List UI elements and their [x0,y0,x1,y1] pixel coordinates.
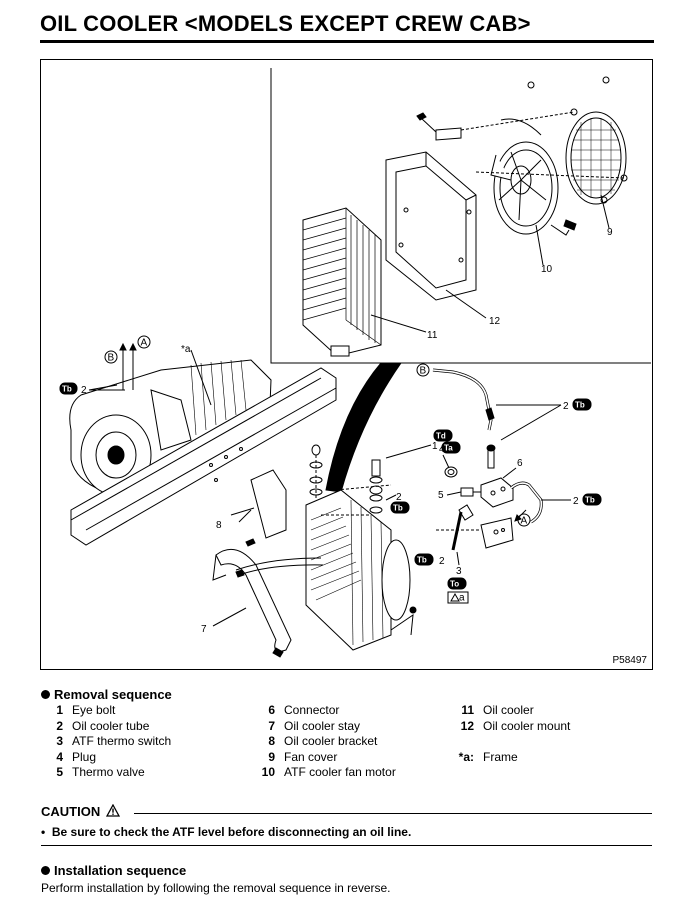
callout-7: 7 [201,624,207,635]
oil-cooler-exploded-diagram: 11 12 10 9 *a [40,59,653,670]
leader-9 [600,194,610,229]
page-title: OIL COOLER <MODELS EXCEPT CREW CAB> [40,11,531,36]
section-divider [41,845,652,846]
torque-badge-tb-lower: Tb [414,553,434,566]
ref-a-right: A [521,516,528,527]
svg-text:Tb: Tb [393,504,403,513]
callout-4: 4 [439,444,445,455]
warning-icon [105,803,120,817]
callout-6: 6 [517,458,523,469]
torque-badge-tb-right: Tb [582,493,602,506]
svg-text:a: a [459,593,465,604]
oil-cooler-11 [302,207,382,357]
atf-cooler-fan-motor-10 [490,118,577,236]
svg-text:Tb: Tb [575,401,585,410]
callout-5: 5 [438,490,444,501]
ref-b-left: B [108,353,115,364]
thermo-valve-5 [460,487,481,497]
caution-text: • Be sure to check the ATF level before … [41,825,412,839]
callout-2-left: 2 [81,385,87,396]
callout-8: 8 [216,520,222,531]
svg-text:Tb: Tb [585,496,595,505]
frame [70,367,337,546]
installation-sequence-heading: Installation sequence [41,863,186,878]
installation-text: Perform installation by following the re… [41,881,391,895]
callout-3: 3 [456,566,462,577]
callout-star-a: *a [181,344,191,355]
diagram-svg: 11 12 10 9 *a [59,68,651,658]
leader-7 [212,607,247,627]
oil-cooler-tube-upper [432,368,493,431]
inset-pointer [325,362,402,493]
callout-2-right: 2 [573,496,579,507]
bullet-icon [41,690,50,699]
ref-b-right: B [420,366,427,377]
leader-11 [370,314,427,333]
torque-badge-tb-center: Tb [390,501,410,514]
oil-cooler-mount-12 [385,112,477,301]
oil-cooler-stay-7 [212,548,324,658]
torque-badge-to: To [447,577,467,590]
switch-bracket [480,517,514,549]
svg-text:Tb: Tb [62,385,72,394]
svg-text:Tb: Tb [417,556,427,565]
torque-badge-tb-upper-right: Tb [572,398,592,411]
note-item: *a:Frame [458,749,518,764]
oil-cooler-bracket-8 [230,469,287,547]
callout-2-upper-right: 2 [563,401,569,412]
callout-9: 9 [607,227,613,238]
callout-12: 12 [489,316,501,327]
connector-6 [480,477,514,508]
ref-a-left: A [141,338,148,349]
leader-star-a [190,349,212,406]
svg-text:To: To [450,580,459,589]
callout-2-center: 2 [396,492,402,503]
torque-badge-ta: Ta [441,441,461,454]
plug-4 [444,466,458,478]
adhesive-badge: a [447,591,469,604]
oil-cooler-assembly [305,489,417,651]
leader-10 [535,224,544,266]
figure-id: P58497 [612,655,647,666]
fan-cover-9 [460,76,628,205]
atf-thermo-switch-3 [451,504,474,551]
eye-bolt-1 [369,444,432,495]
callout-10: 10 [541,264,553,275]
bullet-icon [41,866,50,875]
callout-1: 1 [432,441,438,452]
callout-11: 11 [427,330,438,341]
title-rule [40,40,654,43]
caution-rule [134,813,652,814]
caution-heading: CAUTION [41,803,120,819]
removal-sequence-heading: Removal sequence [41,687,172,702]
torque-badge-td: Td [433,429,453,442]
inset-border [270,68,651,364]
svg-text:Td: Td [436,432,446,441]
callout-2-lower: 2 [439,556,445,567]
torque-badge-tb-left: Tb [59,382,78,395]
leader-12 [445,289,487,319]
svg-text:Ta: Ta [444,444,453,453]
